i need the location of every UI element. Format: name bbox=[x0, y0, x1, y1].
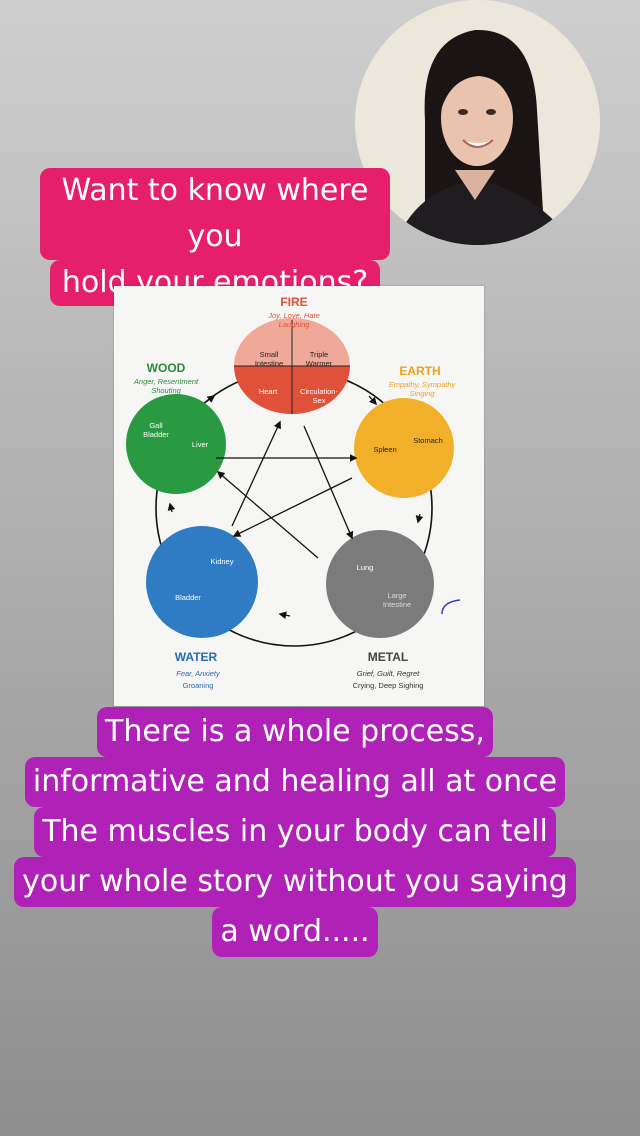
water-organ-kidney: Kidney bbox=[211, 557, 234, 566]
water-organ-bladder: Bladder bbox=[175, 593, 201, 602]
caption-bottom-line: informative and healing all at once bbox=[24, 757, 566, 807]
fire-organ-triple-warmer: Triple bbox=[310, 350, 328, 359]
fire-organ-heart: Heart bbox=[259, 387, 278, 396]
fire-organ-triple-warmer-2: Warmer bbox=[306, 359, 333, 368]
earth-organ-stomach: Stomach bbox=[413, 436, 443, 445]
wood-emotions-2: Shouting bbox=[151, 386, 181, 395]
metal-element bbox=[326, 530, 434, 638]
five-elements-diagram: FIRE Joy, Love, Hate Laughing Small Inte… bbox=[126, 295, 461, 690]
caption-bottom: There is a whole process, informative an… bbox=[10, 707, 580, 957]
fire-organ-circulation: Circulation- bbox=[300, 387, 338, 396]
five-elements-chart: FIRE Joy, Love, Hate Laughing Small Inte… bbox=[114, 286, 484, 706]
fire-emotions: Joy, Love, Hate bbox=[267, 311, 320, 320]
water-element bbox=[146, 526, 258, 638]
wood-title: WOOD bbox=[147, 361, 186, 375]
caption-bottom-line: your whole story without you saying bbox=[14, 857, 576, 907]
metal-organ-large-intestine-2: Intestine bbox=[383, 600, 411, 609]
water-emotions: Fear, Anxiety bbox=[176, 669, 221, 678]
metal-emotions-2: Crying, Deep Sighing bbox=[353, 681, 424, 690]
metal-organ-large-intestine: Large bbox=[387, 591, 406, 600]
caption-bottom-line: There is a whole process, bbox=[97, 707, 493, 757]
earth-organ-spleen: Spleen bbox=[373, 445, 396, 454]
presenter-avatar bbox=[355, 0, 600, 245]
fire-emotions-2: Laughing bbox=[279, 320, 311, 329]
fire-organ-circulation-2: Sex bbox=[313, 396, 326, 405]
wood-element bbox=[126, 394, 226, 494]
wood-organ-liver: Liver bbox=[192, 440, 209, 449]
metal-organ-lung: Lung bbox=[357, 563, 374, 572]
wood-organ-gall-bladder: Gall bbox=[149, 421, 163, 430]
metal-title: METAL bbox=[368, 650, 408, 664]
earth-emotions-2: Singing bbox=[409, 389, 435, 398]
earth-emotions: Empathy, Sympathy bbox=[389, 380, 457, 389]
controlling-cycle-star bbox=[216, 420, 358, 559]
earth-element bbox=[354, 398, 454, 498]
wood-organ-gall-bladder-2: Bladder bbox=[143, 430, 169, 439]
fire-organ-small-intestine: Small bbox=[260, 350, 279, 359]
presenter-photo bbox=[355, 0, 600, 245]
caption-bottom-line: The muscles in your body can tell bbox=[34, 807, 556, 857]
water-emotions-2: Groaning bbox=[183, 681, 214, 690]
earth-title: EARTH bbox=[399, 364, 440, 378]
caption-top-line: Want to know where you bbox=[40, 168, 390, 260]
fire-title: FIRE bbox=[280, 295, 307, 309]
wood-emotions: Anger, Resentment bbox=[133, 377, 199, 386]
fire-element bbox=[234, 318, 350, 414]
metal-emotions: Grief, Guilt, Regret bbox=[357, 669, 420, 678]
caption-bottom-line: a word..... bbox=[212, 907, 378, 957]
water-title: WATER bbox=[175, 650, 218, 664]
fire-organ-small-intestine-2: Intestine bbox=[255, 359, 283, 368]
